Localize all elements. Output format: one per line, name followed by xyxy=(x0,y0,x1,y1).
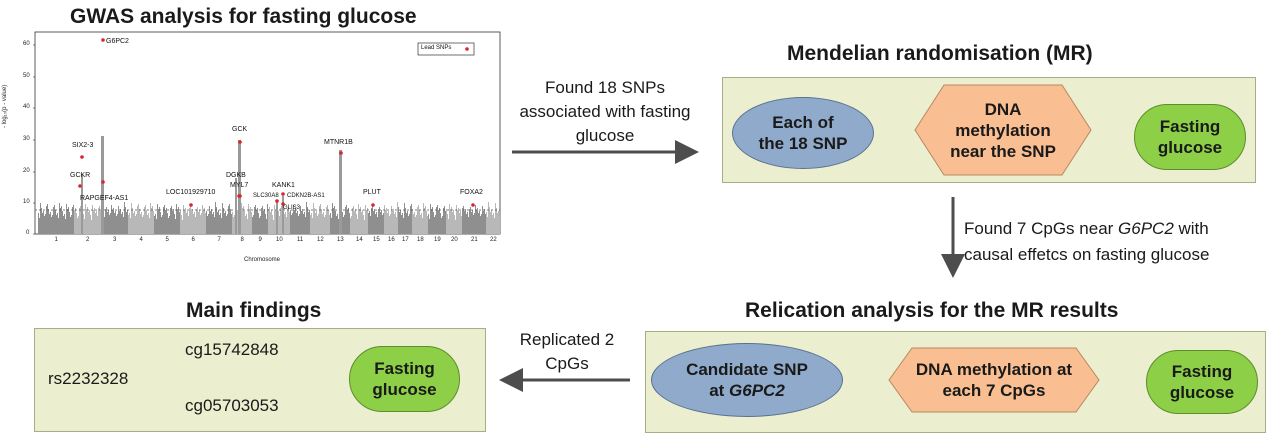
gene-label-slc30a8: SLC30A8 xyxy=(253,193,279,199)
x-tick-label: 12 xyxy=(317,237,324,243)
x-axis-label: Chromosome xyxy=(244,257,281,263)
x-tick-label: 20 xyxy=(451,237,458,243)
gene-label-six2-3: SIX2-3 xyxy=(72,142,94,149)
findings-snp-label: rs2232328 xyxy=(48,369,129,388)
y-tick-label: 10 xyxy=(23,199,30,205)
legend-box xyxy=(417,42,475,56)
gene-label-g6pc2: G6PC2 xyxy=(106,38,129,45)
snp-cloud xyxy=(38,202,500,234)
x-tick-label: 11 xyxy=(297,237,304,243)
findings-cpg1-label: cg15742848 xyxy=(185,340,279,359)
x-tick-label: 6 xyxy=(191,237,195,243)
manhattan-plot xyxy=(33,31,501,235)
gene-label-cdkn2b-as1: CDKN2B-AS1 xyxy=(287,193,325,199)
x-tick-label: 18 xyxy=(417,237,424,243)
y-tick-label: 20 xyxy=(23,168,30,174)
gene-label-gckr: GCKR xyxy=(70,172,91,179)
x-tick-label: 15 xyxy=(373,237,380,243)
arrow-note-found-7-cpgs: Found 7 CpGs near G6PC2 with causal effe… xyxy=(964,219,1210,264)
x-tick-label: 5 xyxy=(165,237,169,243)
x-tick-label: 3 xyxy=(113,237,117,243)
findings-title: Main findings xyxy=(186,299,322,322)
y-tick-label: 60 xyxy=(23,41,30,47)
x-tick-label: 9 xyxy=(258,237,262,243)
gene-label-plut: PLUT xyxy=(363,189,381,196)
gene-label-kank1: KANK1 xyxy=(272,182,295,189)
gene-label-foxa2: FOXA2 xyxy=(460,189,483,196)
mr-title: Mendelian randomisation (MR) xyxy=(787,42,1093,65)
x-tick-label: 21 xyxy=(471,237,478,243)
gene-label-loc101929710: LOC101929710 xyxy=(166,189,216,196)
gene-label-rapgef4-as1: RAPGEF4-AS1 xyxy=(80,195,129,202)
arrow-note-replicated-2-cpgs: Replicated 2 CpGs xyxy=(519,330,615,373)
gene-label-glis3: GLIS3 xyxy=(283,205,301,211)
arrow-note-found-18-snps: Found 18 SNPs associated with fasting gl… xyxy=(519,78,691,145)
gene-label-myl7: MYL7 xyxy=(230,182,249,189)
x-tick-label: 8 xyxy=(240,237,244,243)
x-tick-label: 7 xyxy=(217,237,221,243)
y-tick-label: 30 xyxy=(23,136,30,142)
gene-label-gck: GCK xyxy=(232,126,248,133)
x-tick-label: 17 xyxy=(402,237,409,243)
gene-label-dgkb: DGKB xyxy=(226,172,246,179)
y-tick-label: 50 xyxy=(23,73,30,79)
findings-cpg2-label: cg05703053 xyxy=(185,396,279,415)
legend-label: Lead SNPs xyxy=(421,45,452,51)
replication-exposure-node: Candidate SNP at G6PC2 xyxy=(651,343,843,417)
x-tick-label: 22 xyxy=(490,237,497,243)
x-tick-label: 1 xyxy=(54,237,58,243)
x-tick-label: 13 xyxy=(337,237,344,243)
x-tick-label: 16 xyxy=(388,237,395,243)
x-tick-label: 10 xyxy=(276,237,283,243)
replication-title: Relication analysis for the MR results xyxy=(745,299,1119,322)
y-tick-label: 40 xyxy=(23,104,30,110)
lead-snps xyxy=(78,38,475,207)
gene-label-mtnr1b: MTNR1B xyxy=(324,139,353,146)
x-tick-label: 19 xyxy=(434,237,441,243)
gwas-title: GWAS analysis for fasting glucose xyxy=(70,5,417,28)
y-tick-label: 0 xyxy=(26,230,30,236)
x-tick-label: 14 xyxy=(356,237,363,243)
x-tick-label: 4 xyxy=(139,237,143,243)
x-tick-label: 2 xyxy=(86,237,90,243)
